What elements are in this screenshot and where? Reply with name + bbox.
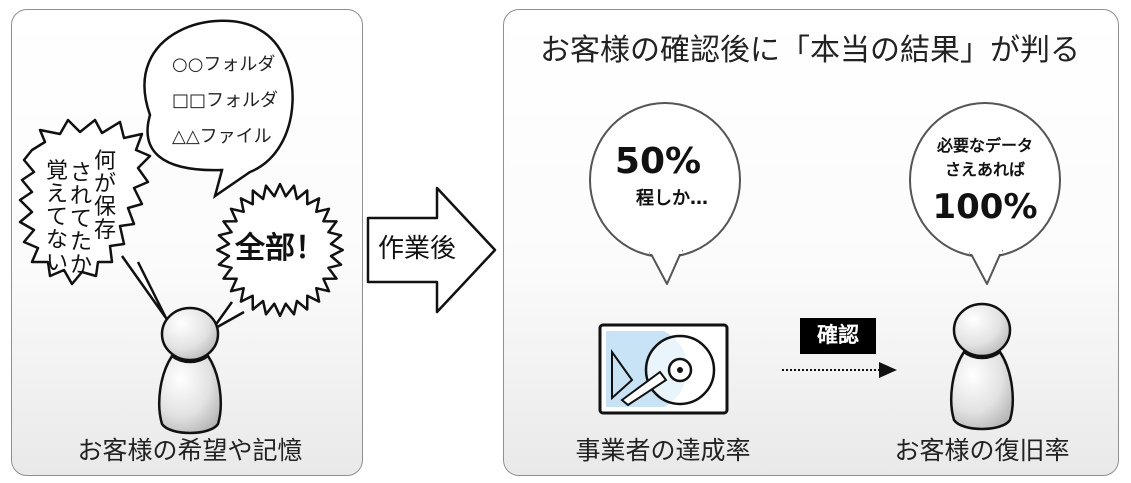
arrow-label: 作業後 xyxy=(378,234,457,264)
speech-line-1: ○○フォルダ xyxy=(172,54,276,75)
achievement-percent: 50% xyxy=(614,141,702,182)
thought-column-3: 覚えてない xyxy=(46,159,69,276)
recovery-condition-line-1: 必要なデータ xyxy=(936,136,1034,155)
thought-column-1: 何が保存 xyxy=(94,149,117,243)
recovery-bubble xyxy=(909,102,1061,285)
confirm-label: 確認 xyxy=(817,323,859,347)
confirm-label-bg xyxy=(800,318,876,354)
customer-figure-right xyxy=(950,302,1014,431)
speech-line-2: □□フォルダ xyxy=(172,90,279,111)
recovery-condition-line-2: さえあれば xyxy=(944,160,1026,179)
left-caption: お客様の希望や記憶 xyxy=(77,436,303,465)
after-work-arrow xyxy=(366,186,497,314)
result-title: お客様の確認後に「本当の結果」が判る xyxy=(540,33,1080,68)
burst-bubble xyxy=(210,182,344,332)
achievement-note: 程しか… xyxy=(636,188,708,209)
speech-line-3: △△ファイル xyxy=(172,126,272,147)
customer-rate-caption: お客様の復旧率 xyxy=(894,436,1070,465)
achievement-bubble xyxy=(589,102,741,285)
thought-column-2: されてたか xyxy=(70,161,93,278)
hard-drive-icon xyxy=(598,323,729,415)
speech-bubble xyxy=(143,19,294,199)
recovery-percent: 100% xyxy=(932,187,1038,227)
customer-figure xyxy=(158,306,222,435)
shout-bubble xyxy=(18,118,168,320)
business-rate-caption: 事業者の達成率 xyxy=(575,436,751,465)
burst-text: 全部！ xyxy=(235,231,325,266)
